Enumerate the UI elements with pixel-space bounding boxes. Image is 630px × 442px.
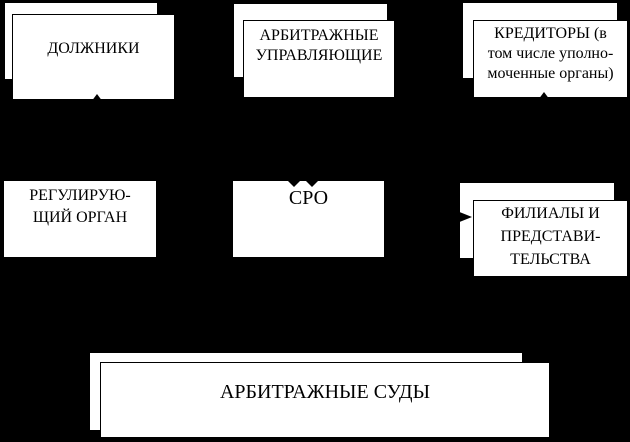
creditors-label-line1: КРЕДИТОРЫ (в — [494, 25, 607, 42]
branches-box: ФИЛИАЛЫ И ПРЕДСТАВИ- ТЕЛЬСТВА — [473, 200, 628, 277]
creditors-label-line2: том числе уполно- — [487, 45, 614, 62]
sro-label: СРО — [288, 187, 329, 209]
managers-box: АРБИТРАЖНЫЕ УПРАВЛЯЮЩИЕ — [243, 20, 395, 98]
regulator-box: РЕГУЛИРУЮ- ЩИЙ ОРГАН — [3, 180, 157, 258]
arrow-down-icon — [286, 179, 302, 187]
creditors-label-line3: моченные органы) — [487, 65, 614, 82]
arrow-up-icon — [538, 92, 550, 100]
branches-label-line2: ПРЕДСТАВИ- — [500, 228, 601, 245]
creditors-box: КРЕДИТОРЫ (в том числе уполно- моченные … — [473, 20, 628, 98]
branches-label-line1: ФИЛИАЛЫ И — [501, 205, 600, 222]
arrow-right-icon — [457, 211, 472, 223]
courts-label: АРБИТРАЖНЫЕ СУДЫ — [219, 381, 431, 403]
arrow-up-icon — [91, 94, 103, 102]
courts-box: АРБИТРАЖНЫЕ СУДЫ — [100, 362, 550, 438]
regulator-label-line1: РЕГУЛИРУЮ- — [29, 187, 131, 204]
branches-label-line3: ТЕЛЬСТВА — [510, 251, 591, 268]
managers-label-line2: УПРАВЛЯЮЩИЕ — [255, 47, 383, 64]
arrow-down-icon — [304, 179, 320, 187]
debtors-label: ДОЛЖНИКИ — [47, 40, 140, 57]
managers-label-line1: АРБИТРАЖНЫЕ — [259, 27, 379, 44]
regulator-label-line2: ЩИЙ ОРГАН — [32, 209, 128, 226]
debtors-box: ДОЛЖНИКИ — [12, 14, 175, 100]
sro-box: СРО — [232, 180, 385, 258]
